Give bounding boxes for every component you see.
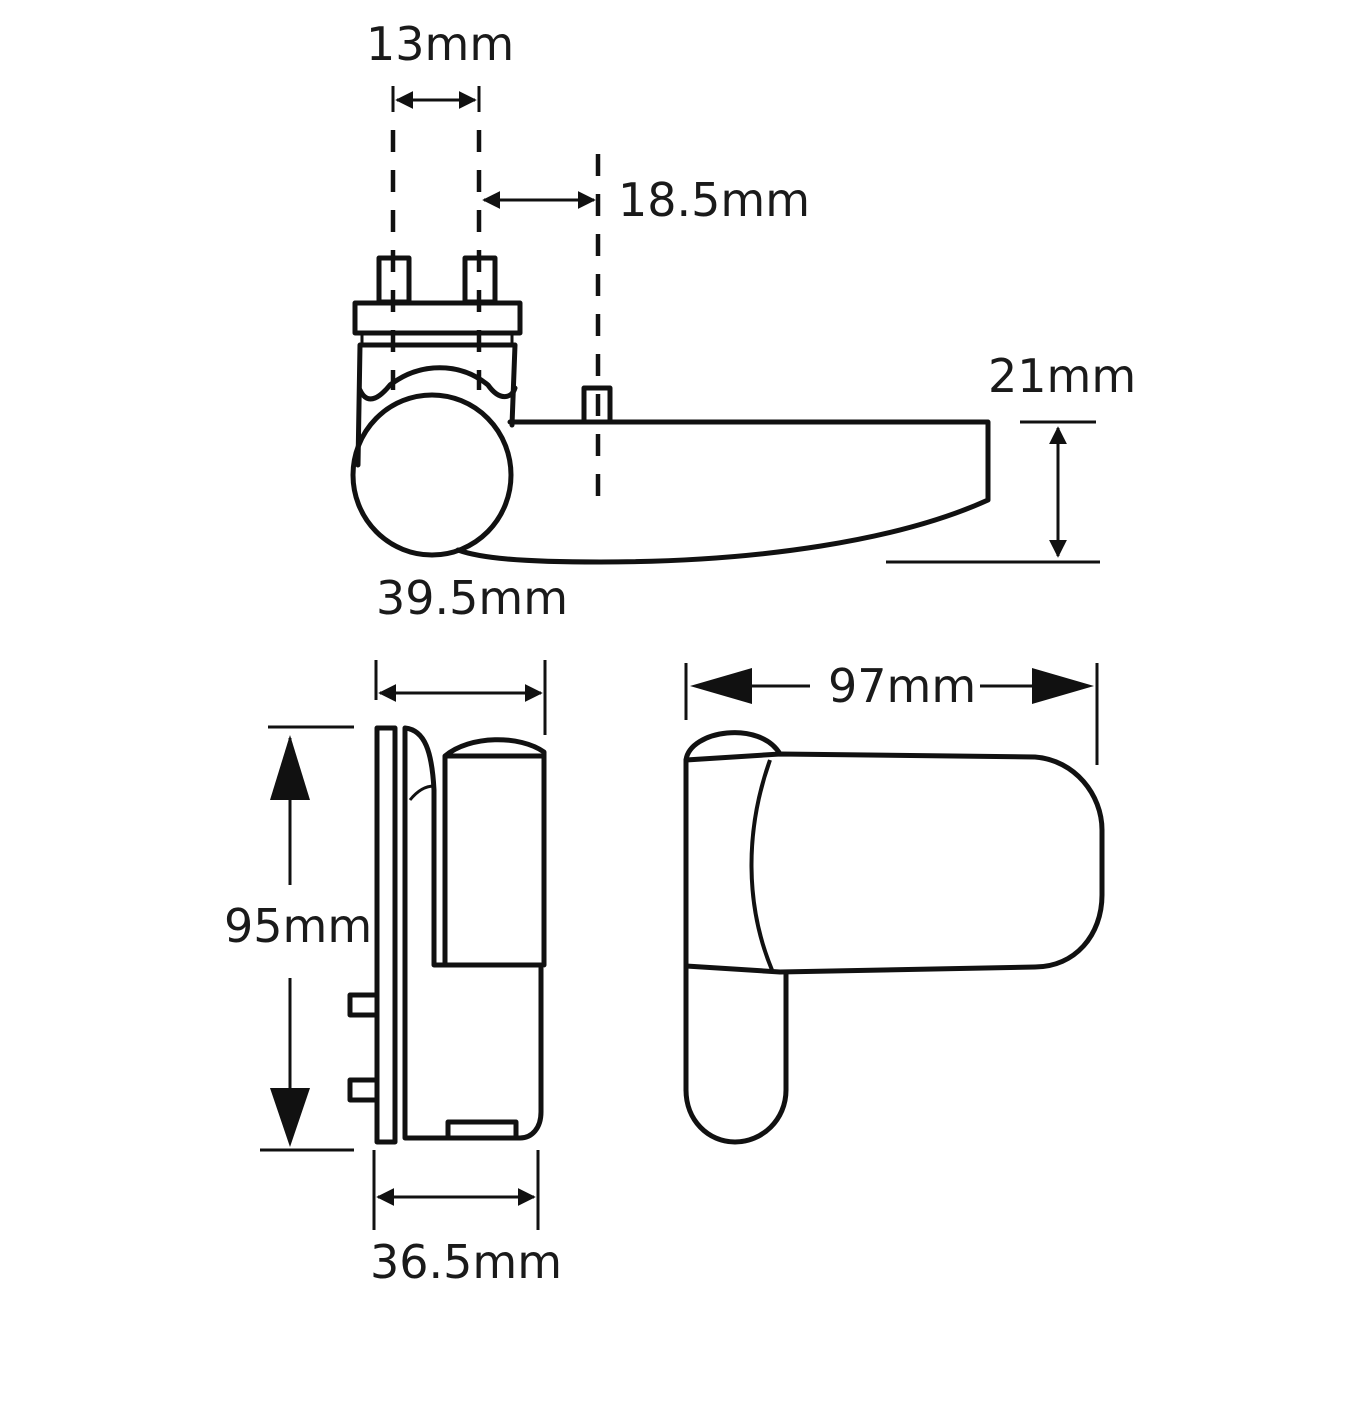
front-view: 97mm (683, 659, 1105, 1145)
front-knuckle-cap (683, 730, 783, 763)
mounting-plate (352, 300, 523, 336)
side-view: 95mm 36.5mm (224, 660, 562, 1289)
dim-label-overall-width: 97mm (828, 659, 976, 713)
frame-body (402, 725, 544, 1141)
dim-base-depth (372, 1150, 540, 1230)
front-blade (683, 751, 1105, 975)
dim-pin-offset (482, 154, 601, 500)
dim-label-knuckle-diameter: 39.5mm (376, 571, 568, 625)
top-view: 13mm 18.5mm (350, 17, 1136, 625)
dim-blade-height (886, 420, 1100, 564)
dim-label-blade-height: 21mm (988, 349, 1136, 403)
dim-side-top-width (374, 660, 547, 735)
back-plate (374, 725, 398, 1145)
pin (581, 385, 613, 425)
front-lower-knuckle (683, 963, 789, 1145)
knuckle (350, 392, 514, 558)
dim-overall-width (684, 663, 1099, 765)
fixing-stub-top (347, 992, 380, 1018)
dim-overall-height (260, 725, 354, 1152)
dim-label-fixing-spacing: 13mm (366, 17, 514, 71)
hinge-blade (455, 419, 991, 565)
knuckle-housing (355, 342, 518, 468)
dim-label-pin-offset: 18.5mm (618, 173, 810, 227)
knuckle-cap (442, 737, 547, 968)
fixing-stub-bottom (347, 1077, 380, 1103)
dim-label-overall-height: 95mm (224, 899, 372, 953)
dim-label-base-depth: 36.5mm (370, 1235, 562, 1289)
